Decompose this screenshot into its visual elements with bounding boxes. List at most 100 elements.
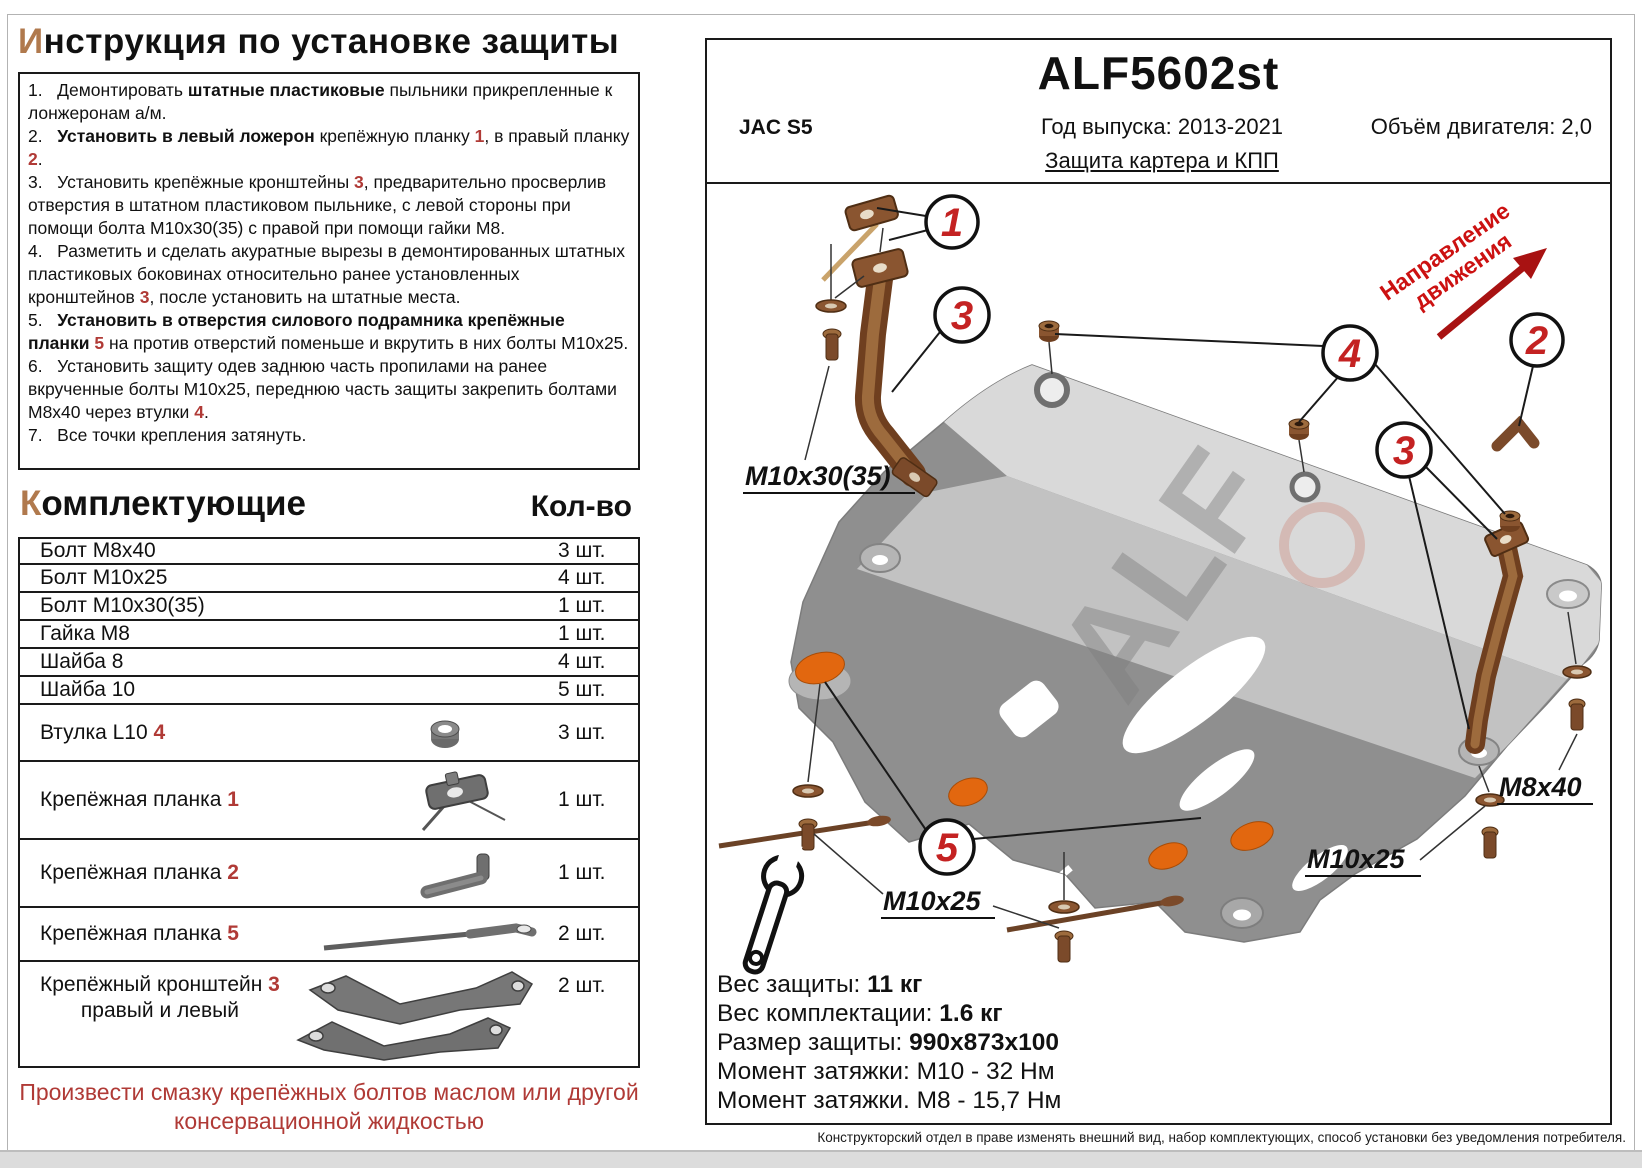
fixing-plate-1 (821, 194, 899, 282)
parts-table-row: Болт М10х25 4 шт. (18, 565, 640, 593)
plate-cutouts (999, 636, 1348, 891)
callout-2: 2 (1509, 312, 1565, 368)
exploded-diagram: ALF (718, 193, 1602, 975)
callout-3-right: 3 (1375, 421, 1433, 479)
bolt-m8x40 (1562, 665, 1592, 731)
wrench-icon (742, 840, 805, 975)
parts-table-row: Крепёжная планка 1 1 шт. (18, 762, 640, 840)
part-qty: 2 шт. (558, 974, 606, 997)
direction-arrow (1436, 258, 1534, 340)
label-m10x25-right: M10x25 (1307, 844, 1406, 874)
instruction-item: 7. Все точки крепления затянуть. (28, 425, 307, 445)
leader-lines (824, 207, 1534, 840)
bolt-labels: M10x30(35) M10x25 M8x40 M10x25 (743, 461, 1593, 919)
instructions-box: 1. Демонтировать штатные пластиковые пыл… (18, 72, 640, 470)
instruction-item: 4. Разметить и сделать акуратные вырезы … (28, 241, 630, 307)
instruction-item: 2. Установить в левый ложерон крепёжную … (28, 126, 635, 169)
spec-row: Размер защиты: 990х873х100 (717, 1029, 1060, 1056)
part-name: Гайка М8 (40, 622, 130, 645)
part-name: Крепёжная планка 1 (40, 788, 239, 811)
part-qty: 1 шт. (558, 594, 606, 617)
model-code: ALF5602st (1037, 47, 1280, 99)
parts-table-row: Болт М10х30(35) 1 шт. (18, 593, 640, 621)
part-qty: 1 шт. (558, 861, 606, 884)
countersunk-hole (1220, 897, 1264, 929)
part-qty: 5 шт. (558, 678, 606, 701)
part-thumbnail-rod (323, 923, 537, 951)
part-qty: 2 шт. (558, 922, 606, 945)
parts-title: Комплектующие (20, 484, 306, 523)
bushings (1038, 320, 1521, 532)
instruction-item: 1. Демонтировать штатные пластиковые пыл… (28, 80, 618, 123)
parts-table-row: Шайба 10 5 шт. (18, 677, 640, 705)
parts-table-row: Крепёжная планка 2 1 шт. (18, 840, 640, 908)
part-name: Болт М10х25 (40, 566, 168, 589)
label-m10x25-bottom: M10x25 (883, 886, 982, 916)
right-bracket (1465, 521, 1530, 754)
part-thumbnail-plate2 (420, 853, 490, 899)
engine-volume: Объём двигателя: 2,0 (1370, 114, 1592, 139)
part-qty: 1 шт. (558, 622, 606, 645)
spec-row: Момент затяжки. М8 - 15,7 Нм (717, 1087, 1062, 1114)
fixing-rods (718, 815, 1184, 933)
legal-footnote: Конструкторский отдел в праве изменять в… (817, 1130, 1626, 1145)
spec-row: Вес защиты: 11 кг (717, 971, 923, 998)
part-name: Крепёжная планка 2 (40, 861, 239, 884)
svg-text:4: 4 (1338, 332, 1361, 376)
bottom-strip (0, 1150, 1642, 1168)
logo-watermark-ring (1279, 502, 1365, 588)
fixing-plate-2 (1491, 415, 1540, 452)
left-bracket (851, 248, 938, 498)
page-title: Инструкция по установке защиты (18, 22, 640, 62)
svg-text:3: 3 (1393, 429, 1415, 473)
part-qty: 1 шт. (558, 788, 606, 811)
part-qty: 4 шт. (558, 566, 606, 589)
bolt-m10x25-center (1048, 900, 1080, 963)
callout-4: 4 (1321, 324, 1379, 382)
part-thumbnail-bushing (430, 720, 460, 748)
instruction-item: 6. Установить защиту одев заднюю часть п… (28, 356, 622, 422)
part-name: Шайба 8 (40, 650, 124, 673)
part-name: Втулка L10 4 (40, 720, 166, 744)
instruction-item: 5. Установить в отверстия силового подра… (28, 310, 629, 353)
parts-table-row: Шайба 8 4 шт. (18, 649, 640, 677)
part-name: Шайба 10 (40, 678, 136, 701)
svg-text:Направление движения: Направление движения (1375, 193, 1534, 326)
countersunk-hole (1546, 579, 1590, 609)
washers-and-bolts (792, 244, 1592, 963)
product-subtitle: Защита картера и КПП (1045, 148, 1279, 173)
lubrication-note: Произвести смазку крепёжных болтов масло… (19, 1079, 639, 1134)
label-m8x40: M8x40 (1499, 772, 1582, 802)
part-name: Болт М8х40 (40, 539, 156, 562)
part-thumbnail-brackets (296, 971, 534, 1061)
label-m10x30: M10x30(35) (745, 461, 891, 491)
part-name: Болт М10х30(35) (40, 594, 205, 617)
part-qty: 4 шт. (558, 650, 606, 673)
product-header: ALF5602st JAC S5 Год выпуска: 2013-2021 … (705, 38, 1612, 184)
plate-mid-band (857, 476, 1567, 778)
part-thumbnail-plate1 (421, 771, 506, 831)
parts-header: Комплектующие Кол-во (18, 484, 640, 536)
bolt-m10x30 (815, 299, 847, 361)
direction-of-travel: Направление движения (1375, 193, 1547, 340)
bolt-m10x25-left (792, 784, 824, 851)
svg-text:3: 3 (951, 294, 973, 338)
part-name-subline: правый и левый (80, 999, 239, 1022)
orange-fixing-points (788, 651, 1274, 870)
parts-table-row: Гайка М8 1 шт. (18, 621, 640, 649)
svg-text:5: 5 (936, 826, 959, 870)
spec-row: Момент затяжки: М10 - 32 Нм (717, 1058, 1055, 1085)
vehicle-name: JAC S5 (739, 116, 813, 139)
svg-text:1: 1 (941, 201, 963, 245)
title-first-letter: И (18, 22, 44, 61)
title-rest: нструкция по установке защиты (43, 22, 620, 61)
callout-5: 5 (918, 818, 976, 876)
instruction-item: 3. Установить крепёжные кронштейны 3, пр… (28, 172, 611, 238)
svg-text:2: 2 (1525, 319, 1548, 363)
